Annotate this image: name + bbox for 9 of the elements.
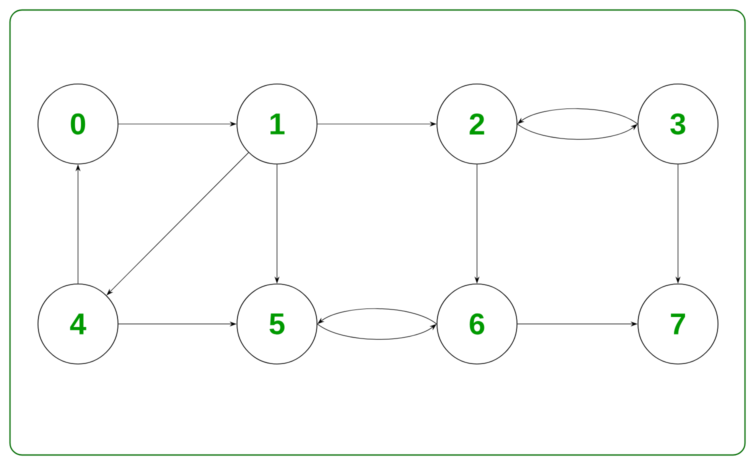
circle-node: 4 <box>38 284 118 364</box>
circle-node: 5 <box>236 284 318 364</box>
circle-node: 1 <box>236 84 318 164</box>
circle-node: 2 <box>436 84 518 164</box>
arrow <box>106 152 249 296</box>
circle-node: 0 <box>38 84 118 164</box>
circle-node: 7 <box>638 284 718 364</box>
circle-node: 3 <box>638 84 718 164</box>
circle-node: 6 <box>436 284 518 364</box>
